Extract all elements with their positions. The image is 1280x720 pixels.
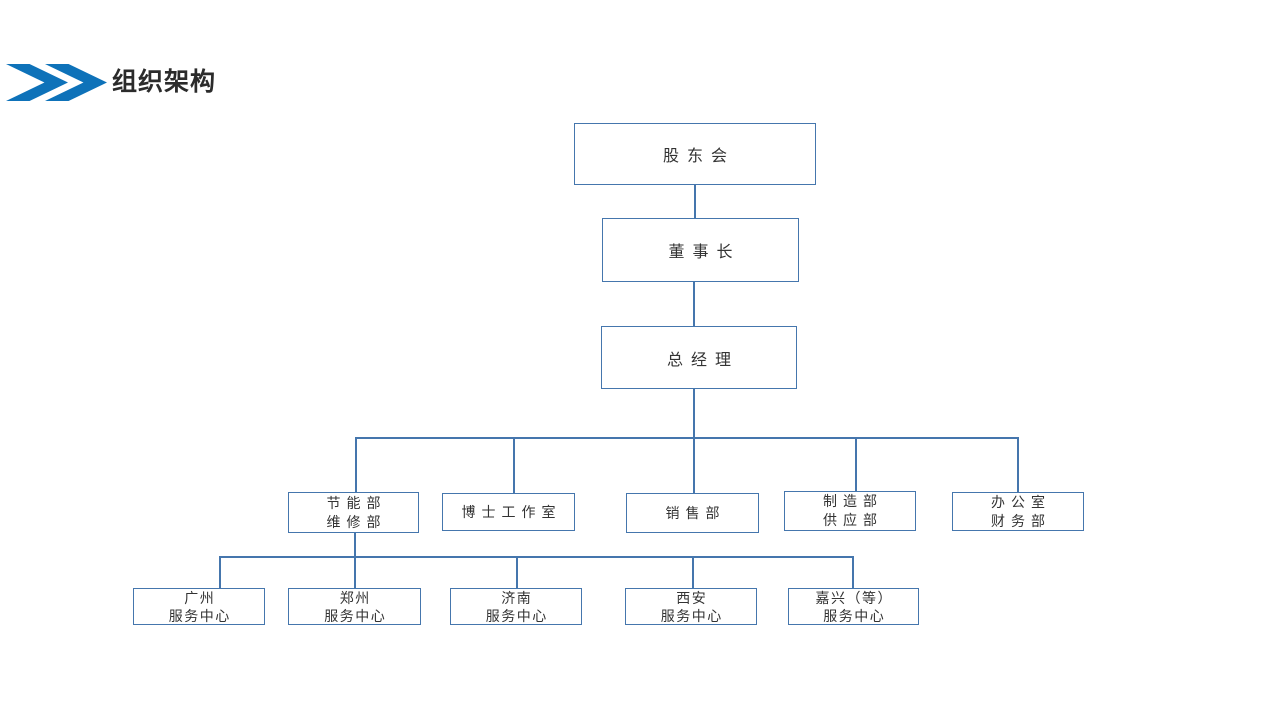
org-node-doctor-studio: 博士工作室 <box>442 493 575 531</box>
connector-line <box>692 556 694 589</box>
org-node-general-manager: 总经理 <box>601 326 797 389</box>
org-node-sales-dept: 销售部 <box>626 493 759 533</box>
node-label: 服务中心 <box>485 607 548 624</box>
node-label: 济南 <box>501 589 533 606</box>
org-node-jinan-service-center: 济南 服务中心 <box>450 588 582 625</box>
node-label: 嘉兴（等） <box>815 589 893 606</box>
node-label: 博士工作室 <box>461 503 562 520</box>
connector-line <box>516 556 518 589</box>
node-label: 董事长 <box>668 244 741 261</box>
node-label: 郑州 <box>339 589 371 606</box>
node-label: 股东会 <box>662 148 735 165</box>
connector-line <box>693 282 695 326</box>
node-label: 制造部 <box>823 493 883 509</box>
connector-line <box>694 185 696 218</box>
node-label: 服务中心 <box>823 607 886 624</box>
node-label: 销售部 <box>665 504 726 521</box>
org-node-manufacturing-supply-dept: 制造部 供应部 <box>784 491 916 531</box>
connector-line <box>1017 437 1019 493</box>
connector-line <box>219 556 221 589</box>
org-node-energy-maintenance-dept: 节能部 维修部 <box>288 492 419 533</box>
connector-line <box>354 533 356 588</box>
connector-line <box>693 437 695 494</box>
node-label: 财务部 <box>991 512 1051 529</box>
connector-line <box>355 437 1018 439</box>
node-label: 节能部 <box>326 494 387 511</box>
node-label: 供应部 <box>823 512 883 528</box>
node-label: 服务中心 <box>324 607 387 624</box>
node-label: 西安 <box>676 589 708 606</box>
node-label: 维修部 <box>326 513 387 530</box>
org-node-chairman: 董事长 <box>602 218 799 282</box>
org-node-zhengzhou-service-center: 郑州 服务中心 <box>288 588 421 625</box>
org-node-jiaxing-service-center: 嘉兴（等） 服务中心 <box>788 588 919 625</box>
node-label: 总经理 <box>666 351 739 369</box>
node-label: 服务中心 <box>660 607 723 624</box>
node-label: 广州 <box>184 589 216 606</box>
connector-line <box>513 437 515 494</box>
connector-line <box>693 389 695 437</box>
org-node-shareholders: 股东会 <box>574 123 816 185</box>
org-node-guangzhou-service-center: 广州 服务中心 <box>133 588 265 625</box>
org-node-office-finance-dept: 办公室 财务部 <box>952 492 1084 531</box>
connector-line <box>852 556 854 589</box>
connector-line <box>219 556 853 558</box>
connector-line <box>855 437 857 492</box>
node-label: 服务中心 <box>168 607 231 624</box>
page-title: 组织架构 <box>112 68 217 96</box>
node-label: 办公室 <box>991 493 1051 510</box>
org-node-xian-service-center: 西安 服务中心 <box>625 588 757 625</box>
connector-line <box>355 437 357 493</box>
